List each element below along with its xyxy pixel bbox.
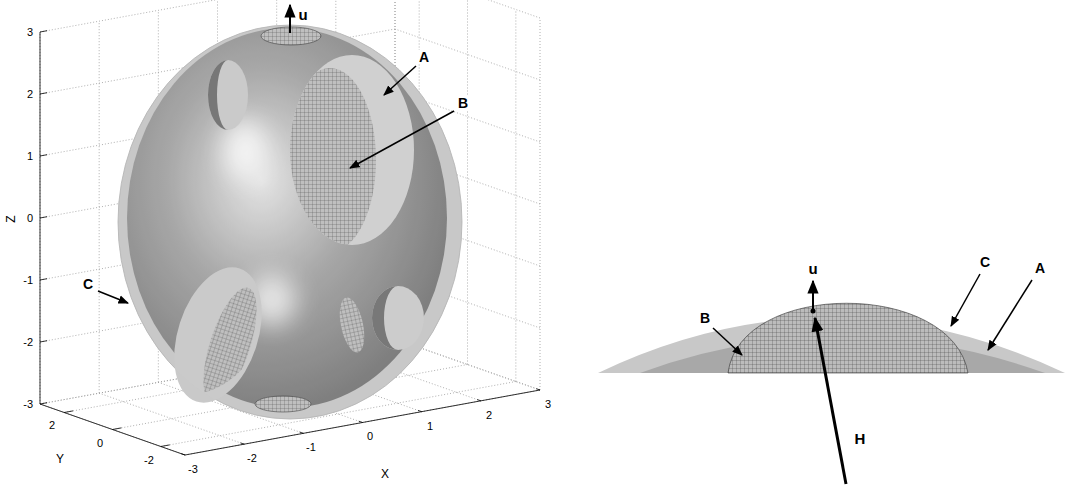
grid-line [515,10,516,382]
vector-label: u [297,7,308,22]
grid-line [395,29,540,80]
axis-line [40,155,47,156]
callout-letter: B [699,311,711,325]
grid-line [467,0,468,365]
vector-arrow [815,318,846,484]
callout-letter: C [979,255,991,269]
axis-title: X [380,468,390,480]
tick-label: -2 [22,337,34,348]
tick-label: 1 [26,151,34,162]
tick-label: 2 [485,410,493,421]
callout-letter: B [457,96,469,110]
axis-line [418,410,422,411]
axis-line [64,411,73,413]
axis-line [40,93,47,94]
axis-line [300,432,304,433]
tick-label: 3 [544,399,552,410]
axis-line [40,279,47,280]
axis-line [241,443,245,444]
tick-label: 0 [366,431,374,442]
callout-letter: A [418,50,430,64]
leader-arrow [713,328,742,355]
axis-line [40,403,47,404]
mesh-dome [728,303,968,373]
detail-inset [598,274,1065,484]
tick-label: -1 [22,275,34,286]
axis-line [181,454,185,455]
axis-line [40,31,47,32]
tick-label: 2 [26,89,34,100]
axis-line [40,404,185,455]
outer-sphere [118,25,462,419]
outer-sphere-veil [118,25,462,419]
axis-line [536,389,540,390]
leader-arrow [384,66,416,95]
axis-line [477,400,481,401]
tick-label: -3 [22,399,34,410]
tick-label: 0 [96,438,104,449]
axis-line [40,341,47,342]
grid-line [40,0,395,32]
vector-arrow [812,281,814,311]
axis-title: Z [5,214,17,223]
tick-label: -3 [187,464,199,475]
tick-label: -1 [305,442,317,453]
axis-line [40,217,47,218]
leader-arrow [98,291,128,303]
leader-arrow [951,274,980,326]
callout-letter: A [1034,261,1046,275]
grid-line [40,404,185,455]
callout-letter: C [82,277,94,291]
vector-label: H [854,431,867,446]
tick-label: 1 [426,421,434,432]
tick-label: -2 [143,455,155,466]
axis-line [359,421,363,422]
leader-arrow [350,111,454,168]
leader-arrow [988,280,1032,350]
tick-label: 3 [26,27,34,38]
axis-line [113,428,122,430]
tick-label: 0 [26,213,34,224]
vector-arrow [289,5,291,33]
axis-title: Y [55,453,65,465]
tick-label: 2 [48,420,56,431]
vector-label: u [807,261,818,276]
grid-line [395,0,540,18]
axis-line [161,445,170,447]
tick-label: -2 [246,453,258,464]
axes-grid [40,0,540,455]
